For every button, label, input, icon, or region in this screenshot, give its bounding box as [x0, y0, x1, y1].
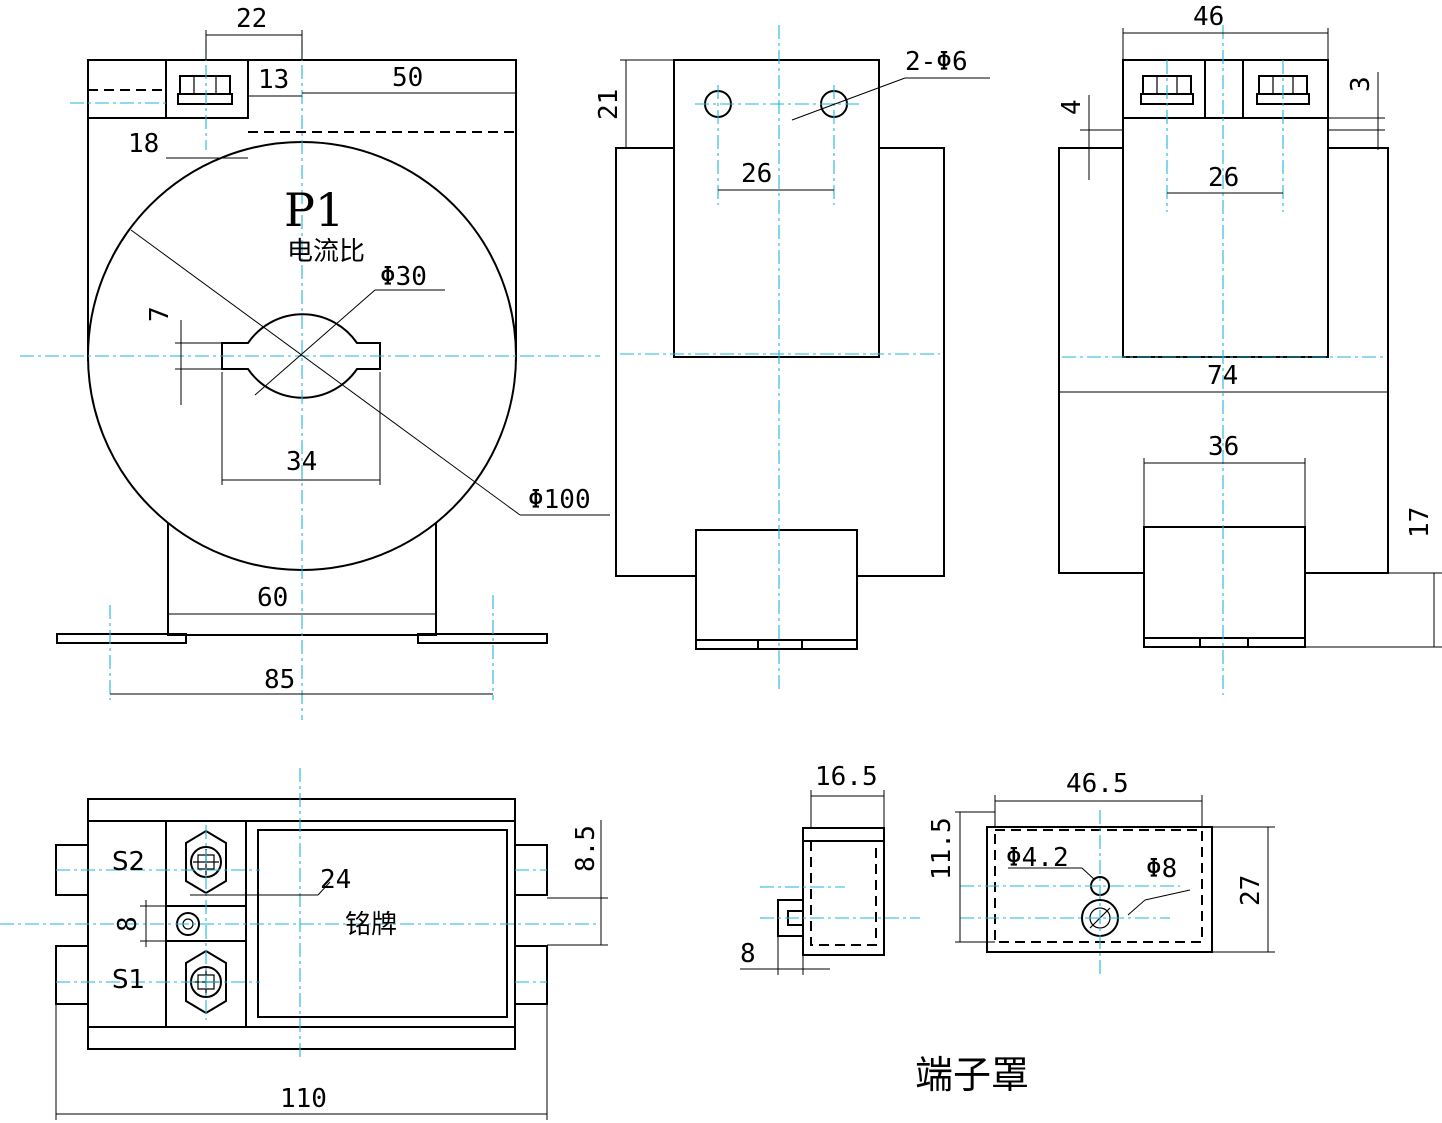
front-terminal-bolt	[177, 75, 233, 105]
dim-16-5: 16.5	[815, 762, 878, 792]
back-view: 46 4 3 26 74 36 17	[1057, 2, 1442, 695]
dim-60: 60	[257, 583, 288, 613]
dim-phi8: Φ8	[1146, 854, 1177, 884]
terminal-cover-front: 46.5 11.5 Φ4.2 Φ8 27	[927, 769, 1275, 978]
front-view: 22 13 50 18 P1 电流比 Φ30 7 34 Φ100 60 85	[20, 4, 610, 720]
dim-18: 18	[128, 129, 159, 159]
dim-7: 7	[145, 306, 175, 322]
dim-phi30: Φ30	[380, 262, 427, 292]
dim-3: 3	[1346, 76, 1376, 92]
side-view: 21 2-Φ6 26	[594, 25, 990, 690]
dim-17: 17	[1405, 507, 1435, 538]
label-ratio: 电流比	[287, 237, 365, 267]
dim-13: 13	[258, 65, 289, 95]
dim-hole: 2-Φ6	[905, 47, 968, 77]
dim-26-back: 26	[1208, 163, 1239, 193]
dim-phi4-2: Φ4.2	[1006, 843, 1069, 873]
back-bottom-box	[1143, 526, 1306, 648]
dim-26-side: 26	[741, 159, 772, 189]
terminal-cover-title: 端子罩	[915, 1053, 1029, 1097]
dim-4: 4	[1057, 99, 1087, 115]
center-window	[221, 313, 381, 399]
terminal-cover-side: 16.5 8	[740, 762, 920, 975]
dim-110: 110	[280, 1084, 327, 1114]
dim-27: 27	[1236, 875, 1266, 906]
front-terminal-box	[165, 59, 249, 119]
dim-50: 50	[392, 63, 423, 93]
dim-74: 74	[1207, 361, 1238, 391]
dim-8-cover: 8	[740, 939, 756, 969]
dim-8-5: 8.5	[571, 825, 601, 872]
label-s1: S1	[112, 965, 145, 995]
label-nameplate: 铭牌	[345, 910, 397, 940]
dim-24: 24	[320, 865, 351, 895]
side-bottom-box	[695, 529, 858, 650]
front-base-left	[56, 633, 187, 644]
dim-85: 85	[264, 665, 295, 695]
dim-21: 21	[594, 89, 624, 120]
label-s2: S2	[112, 847, 145, 877]
dim-46: 46	[1193, 2, 1224, 32]
dim-11-5: 11.5	[927, 817, 957, 880]
dim-8-top: 8	[113, 916, 143, 932]
dim-phi100: Φ100	[528, 485, 591, 515]
label-p1: P1	[284, 183, 344, 237]
top-view: S2 S1 铭牌 8.5 24 8 110	[0, 768, 608, 1120]
dim-36: 36	[1208, 432, 1239, 462]
front-base-right	[417, 633, 548, 644]
dim-46-5: 46.5	[1066, 769, 1129, 799]
dim-22: 22	[236, 4, 267, 34]
dim-34: 34	[286, 447, 317, 477]
